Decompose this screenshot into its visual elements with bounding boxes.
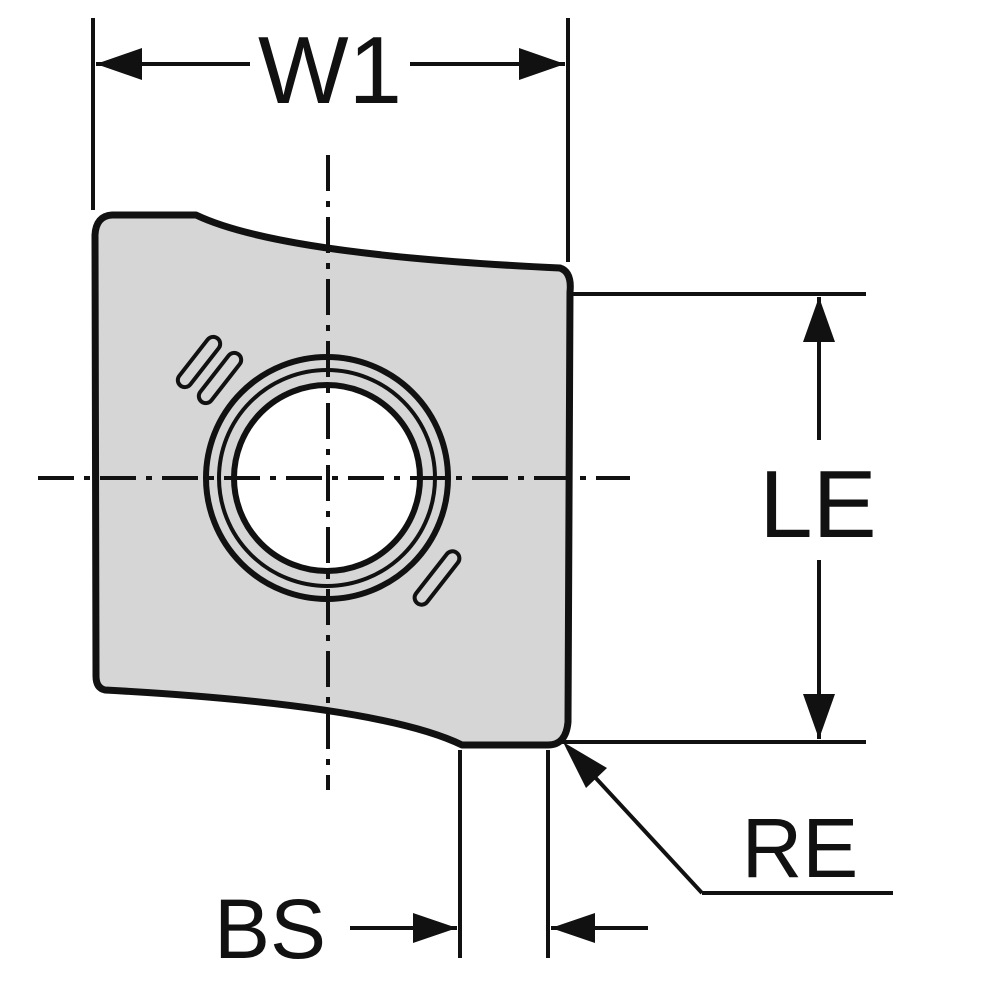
- re-arrowhead: [563, 742, 607, 788]
- re-dimension: RE: [563, 742, 893, 895]
- slot-mark: [412, 549, 462, 607]
- slot-mark: [175, 334, 223, 390]
- w1-arrowhead-right: [519, 48, 565, 80]
- bs-label: BS: [214, 882, 326, 976]
- bs-dimension: BS: [214, 750, 648, 976]
- w1-arrowhead-left: [96, 48, 142, 80]
- w1-label: W1: [258, 17, 402, 124]
- w1-dimension: W1: [91, 17, 570, 262]
- slot-mark: [196, 350, 244, 406]
- le-dimension: LE: [560, 292, 877, 744]
- le-label: LE: [759, 451, 876, 558]
- le-arrowhead-bottom: [803, 694, 835, 739]
- bs-arrowhead-left: [413, 913, 457, 943]
- le-arrowhead-top: [803, 297, 835, 342]
- re-label: RE: [742, 801, 859, 895]
- bs-arrowhead-right: [551, 913, 595, 943]
